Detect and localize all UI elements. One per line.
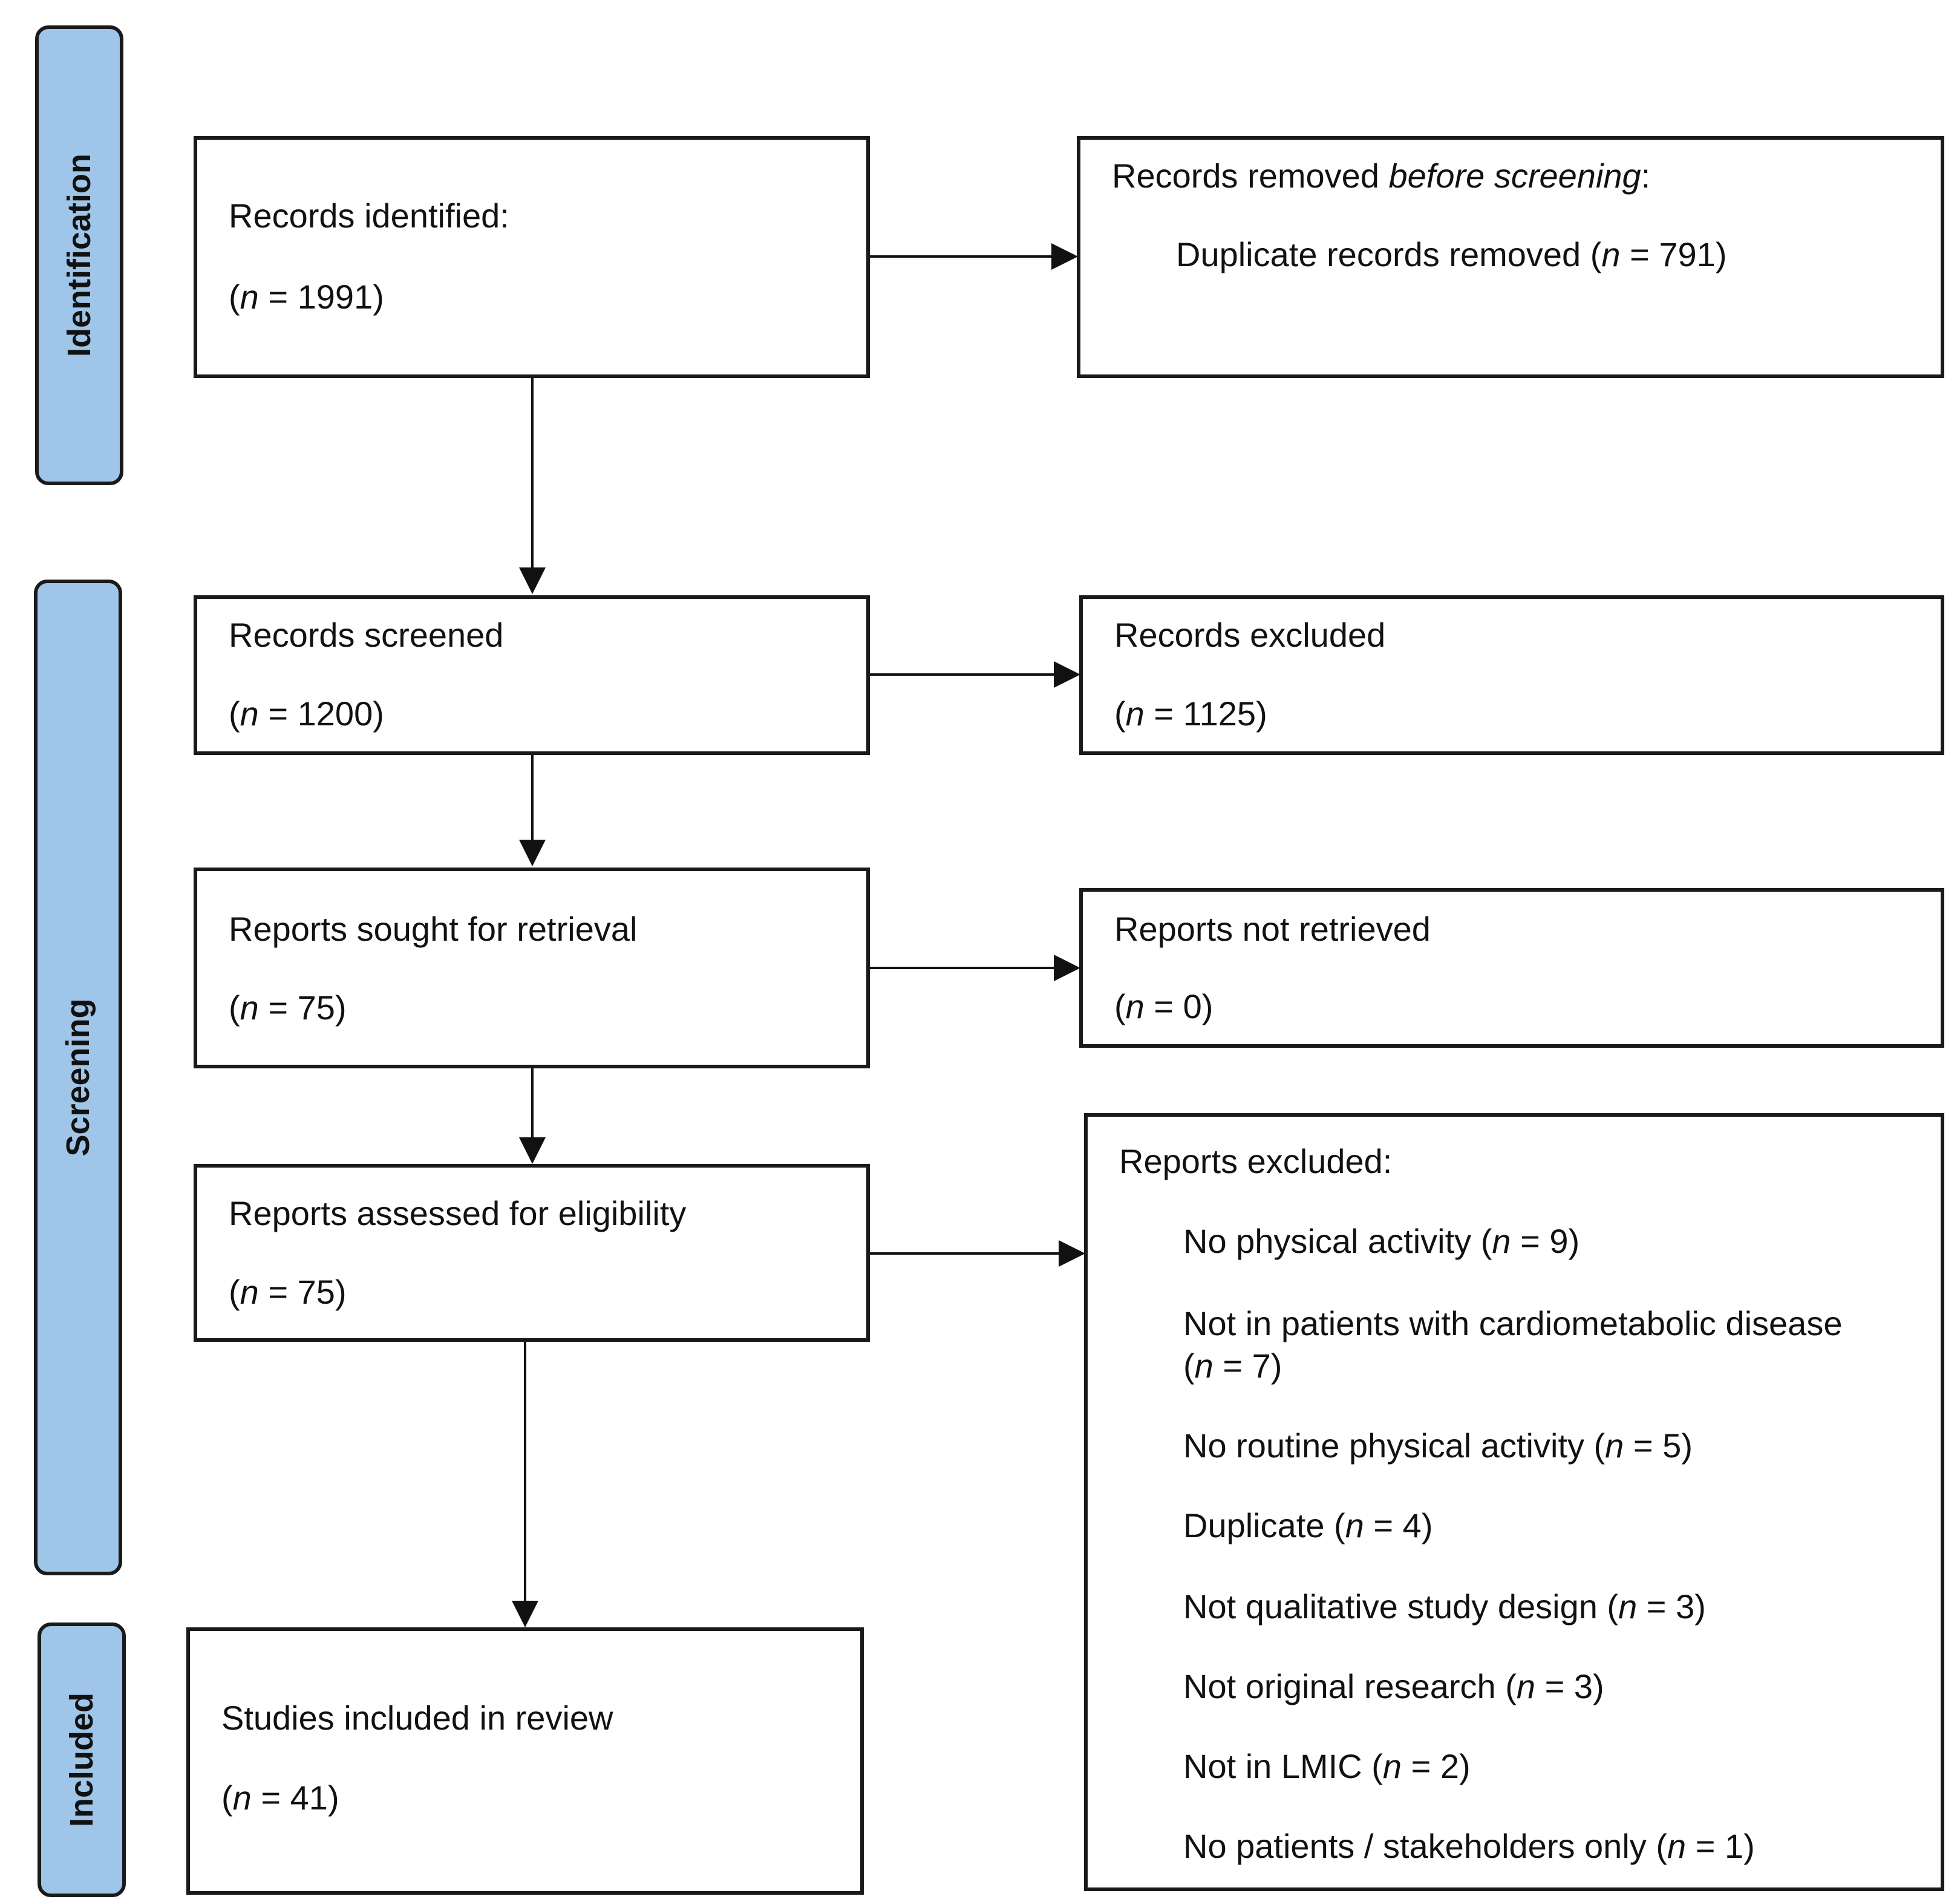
- phase-identification: Identification: [35, 25, 123, 485]
- arrowhead-reports-excluded: [1059, 1240, 1085, 1267]
- reports-not-retrieved-title: Reports not retrieved: [1114, 910, 1431, 948]
- exclusion-reason: Duplicate (n = 4): [1183, 1506, 1433, 1544]
- exclusion-reason: No routine physical activity (n = 5): [1183, 1426, 1693, 1465]
- records-screened-count: (n = 1200): [229, 694, 384, 733]
- records-identified-title: Records identified:: [229, 197, 509, 235]
- phase-included: Included: [38, 1623, 126, 1897]
- records-removed-box: Records removed before screening: Duplic…: [1077, 136, 1944, 378]
- arrowhead-included: [512, 1601, 538, 1627]
- exclusion-reason: Not qualitative study design (n = 3): [1183, 1587, 1706, 1626]
- records-screened-title: Records screened: [229, 616, 504, 654]
- studies-included-count: (n = 41): [221, 1779, 339, 1817]
- reports-assessed-box: Reports assessed for eligibility (n = 75…: [194, 1164, 870, 1342]
- exclusion-reason: Not original research (n = 3): [1183, 1667, 1604, 1705]
- phase-screening: Screening: [34, 580, 122, 1575]
- duplicate-records-removed: Duplicate records removed (n = 791): [1176, 235, 1727, 273]
- exclusion-reason-count: (n = 7): [1183, 1347, 1282, 1385]
- records-excluded-title: Records excluded: [1114, 616, 1386, 654]
- studies-included-title: Studies included in review: [221, 1699, 613, 1737]
- reports-assessed-title: Reports assessed for eligibility: [229, 1194, 687, 1232]
- exclusion-reason: No physical activity (n = 9): [1183, 1222, 1580, 1260]
- reports-sought-box: Reports sought for retrieval (n = 75): [194, 868, 870, 1068]
- arrowhead-not-retrieved: [1054, 955, 1080, 981]
- arrowhead-sought: [519, 840, 546, 866]
- reports-sought-title: Reports sought for retrieval: [229, 910, 638, 948]
- studies-included-box: Studies included in review (n = 41): [186, 1627, 864, 1895]
- records-identified-count: (n = 1991): [229, 278, 384, 316]
- records-removed-title: Records removed before screening:: [1112, 157, 1651, 195]
- reports-not-retrieved-count: (n = 0): [1114, 987, 1214, 1025]
- exclusion-reason: No patients / stakeholders only (n = 1): [1183, 1827, 1755, 1865]
- records-excluded-box: Records excluded (n = 1125): [1079, 595, 1944, 755]
- reports-excluded-title: Reports excluded:: [1119, 1142, 1393, 1180]
- records-excluded-count: (n = 1125): [1114, 694, 1267, 733]
- reports-assessed-count: (n = 75): [229, 1273, 347, 1311]
- reports-sought-count: (n = 75): [229, 989, 347, 1027]
- arrowhead-excluded: [1054, 661, 1080, 688]
- records-screened-box: Records screened (n = 1200): [194, 595, 870, 755]
- exclusion-reason: Not in LMIC (n = 2): [1183, 1747, 1471, 1785]
- arrowhead-assessed: [519, 1137, 546, 1164]
- arrowhead-screened: [519, 567, 546, 594]
- exclusion-reason: Not in patients with cardiometabolic dis…: [1183, 1304, 1843, 1342]
- arrowhead-removed: [1051, 243, 1078, 270]
- reports-excluded-box: Reports excluded: No physical activity (…: [1084, 1113, 1944, 1891]
- reports-not-retrieved-box: Reports not retrieved (n = 0): [1079, 888, 1944, 1048]
- records-identified-box: Records identified: (n = 1991): [194, 136, 870, 378]
